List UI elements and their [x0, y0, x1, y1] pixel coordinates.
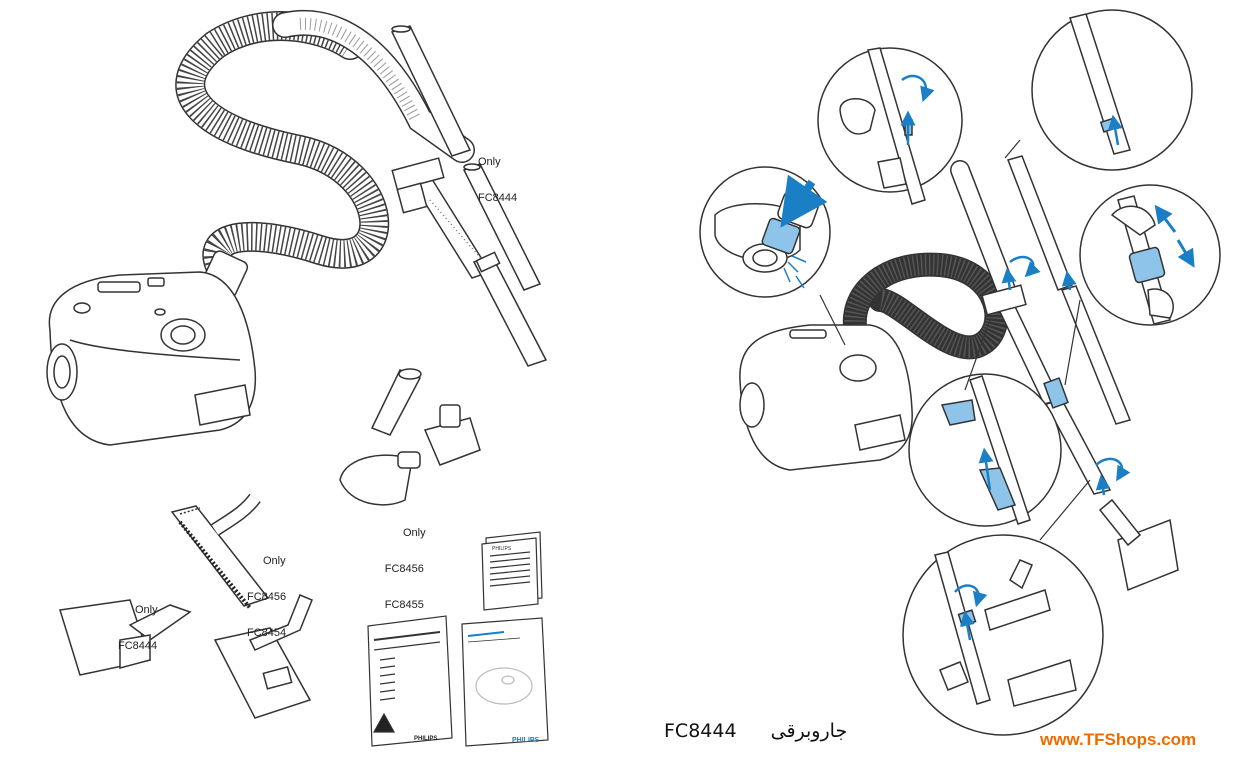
- label-only-tube-line2: FC8444: [478, 192, 518, 204]
- crevice-tool: [370, 368, 422, 436]
- label-only-parquet-line3: FC8454: [247, 627, 287, 639]
- detail-circle-nozzle: [817, 47, 963, 205]
- label-only-parquet: Only FC8456 FC8454: [247, 531, 286, 651]
- label-only-nozzle-line2: FC8444: [118, 640, 158, 652]
- vacuum-body-right: [739, 324, 913, 471]
- product-caption: FC8444 جاروبرقی: [664, 720, 847, 742]
- manual-brand-black: PHILIPS: [414, 736, 437, 742]
- product-name: جاروبرقی: [770, 720, 848, 742]
- manual-brand-blue: PHILIPS: [512, 737, 540, 744]
- detail-circle-nozzles: [902, 534, 1104, 736]
- label-only-mini-turbo-line2: FC8456: [384, 563, 424, 575]
- label-only-tube: Only FC8444: [478, 132, 517, 216]
- label-only-parquet-line1: Only: [263, 555, 286, 567]
- vacuum-body: [46, 271, 257, 446]
- website-watermark: www.TFShops.com: [1040, 730, 1197, 749]
- combi-nozzle: [213, 594, 313, 719]
- detail-circle-tube-connect: [1031, 9, 1193, 171]
- label-only-nozzle: Only FC8444: [118, 580, 158, 664]
- detail-circle-crevice: [908, 373, 1062, 527]
- label-only-mini-turbo: Only FC8456 FC8455: [383, 503, 426, 623]
- floor-nozzle: [59, 599, 192, 676]
- label-only-mini-turbo-line1: Only: [403, 527, 426, 539]
- manual-small: PHILIPS: [481, 531, 543, 611]
- floor-nozzle-right: [1098, 498, 1179, 592]
- label-only-parquet-line2: FC8456: [247, 591, 287, 603]
- tubes-right: [981, 155, 1132, 495]
- parquet-brush: [170, 493, 270, 610]
- leaflet-brand: PHILIPS: [492, 546, 512, 552]
- manual-right: PHILIPS: [461, 617, 549, 747]
- callout-lines: [819, 139, 1091, 541]
- manual-left: PHILIPS: [367, 615, 453, 747]
- detail-circle-telescopic: [1079, 184, 1221, 326]
- hose-right: [842, 160, 1020, 360]
- label-only-mini-turbo-line3: FC8455: [384, 599, 424, 611]
- label-only-nozzle-line1: Only: [135, 604, 158, 616]
- detail-circle-hose-lock: [699, 166, 831, 298]
- label-only-tube-line1: Only: [478, 156, 501, 168]
- model-number: FC8444: [664, 720, 737, 742]
- hose: [175, 9, 475, 298]
- tubes: [390, 25, 548, 367]
- mini-turbo-brush: [339, 451, 421, 506]
- rotate-arrows: [1001, 255, 1131, 496]
- upholstery-tool: [423, 404, 481, 466]
